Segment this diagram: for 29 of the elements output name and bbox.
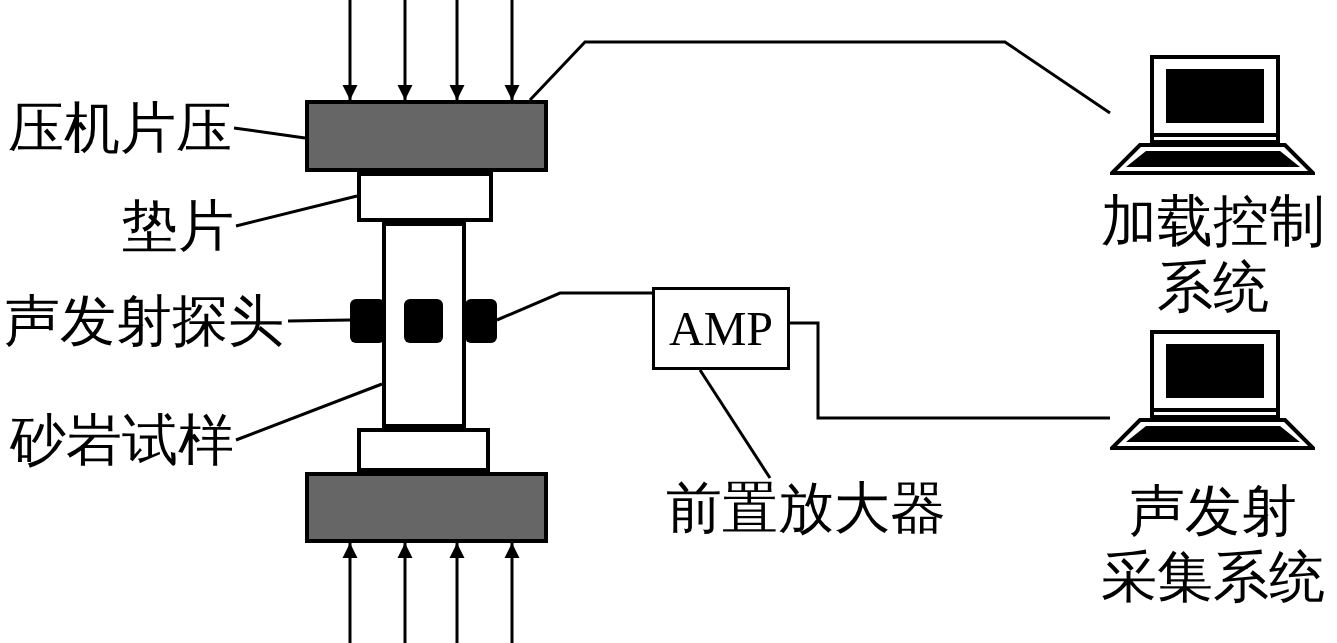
cable-line — [528, 40, 1111, 115]
load-arrow — [342, 0, 358, 100]
load-arrow — [397, 0, 413, 100]
load-arrow — [449, 0, 465, 100]
sensor-block — [404, 299, 443, 343]
cable-line — [790, 321, 1110, 420]
part-label: 压机片压 — [8, 98, 234, 158]
part-label: 声发射探头 — [4, 291, 288, 351]
leader-line — [235, 194, 358, 228]
sensor-block — [465, 299, 497, 343]
caption-text: 声发射采集系统 — [1099, 479, 1326, 610]
part-label: 砂岩试样 — [10, 410, 236, 470]
press-plate — [305, 472, 548, 543]
load-arrow — [504, 0, 520, 100]
load-arrow — [504, 543, 520, 643]
load-arrow — [342, 543, 358, 643]
load-arrow — [449, 543, 465, 643]
amplifier-box: AMP — [652, 287, 790, 370]
press-plate — [305, 100, 548, 172]
part-label: 垫片 — [122, 196, 236, 256]
leader-line — [235, 382, 383, 442]
caption-text: 加载控制系统 — [1099, 189, 1326, 320]
leader-line — [698, 369, 772, 479]
cable-line — [496, 291, 652, 322]
sensor-block — [350, 299, 385, 343]
leader-line — [287, 318, 351, 323]
part-label: 前置放大器 — [666, 478, 950, 538]
leader-line — [233, 126, 306, 140]
load-arrow — [397, 543, 413, 643]
